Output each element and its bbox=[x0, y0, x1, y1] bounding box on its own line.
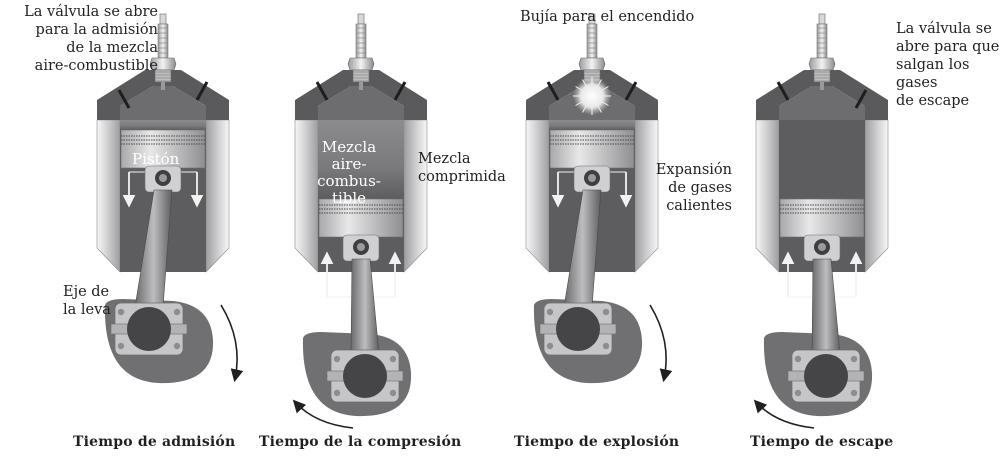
bolt bbox=[333, 389, 341, 397]
engine-intake bbox=[96, 13, 244, 384]
bolt bbox=[602, 308, 610, 316]
fuel-mixture-label: Mezcla aire- combus- tible bbox=[317, 138, 381, 207]
bolt bbox=[173, 308, 181, 316]
head-cavity bbox=[120, 86, 206, 120]
exhaust-valve-label: La válvula se abre para que salgan los g… bbox=[896, 21, 1000, 109]
bolt bbox=[117, 308, 125, 316]
cylinder-wall-left bbox=[755, 119, 780, 273]
spark-ray bbox=[582, 79, 587, 86]
crank-journal bbox=[127, 307, 171, 351]
cylinder-wall-left bbox=[294, 119, 319, 273]
rotation-arrow bbox=[292, 399, 354, 429]
spark-ray bbox=[602, 86, 609, 91]
spark-plug bbox=[808, 13, 836, 90]
cylinder-wall-left bbox=[525, 119, 550, 273]
exhaust-valve bbox=[393, 81, 407, 101]
ignition-spark bbox=[573, 77, 611, 115]
bolt bbox=[389, 355, 397, 363]
cylinder-head bbox=[97, 70, 229, 120]
cylinder-head bbox=[526, 70, 658, 120]
bolt bbox=[333, 355, 341, 363]
intake-valve bbox=[315, 81, 329, 101]
bolt bbox=[850, 355, 858, 363]
head-cavity bbox=[779, 86, 865, 120]
spark-ray bbox=[575, 86, 582, 91]
rotation-arrow bbox=[220, 304, 244, 383]
intake-valve-label: La válvula se abre para la admisión de l… bbox=[24, 4, 158, 74]
engine-compression bbox=[292, 13, 428, 429]
cylinder-head bbox=[756, 70, 888, 120]
spark-ray bbox=[602, 101, 609, 106]
spark-ray bbox=[597, 106, 602, 113]
bolt bbox=[602, 342, 610, 350]
spark-ray bbox=[597, 79, 602, 86]
spark-plug-label: Bujía para el encendido bbox=[520, 9, 695, 25]
rotation-arrow bbox=[753, 399, 815, 429]
combustion-chamber bbox=[779, 120, 865, 199]
combustion-chamber bbox=[120, 120, 206, 130]
head-cavity bbox=[318, 86, 404, 120]
engine-exhaust bbox=[753, 13, 889, 429]
bolt bbox=[546, 342, 554, 350]
bolt bbox=[389, 389, 397, 397]
cylinder-wall-right bbox=[864, 119, 889, 273]
bolt bbox=[173, 342, 181, 350]
bolt bbox=[546, 308, 554, 316]
intake-valve bbox=[117, 89, 131, 109]
camshaft-label: Eje de la leva bbox=[63, 284, 111, 318]
crank-journal bbox=[804, 354, 848, 398]
piston-label: Pistón bbox=[132, 150, 180, 168]
connecting-rod bbox=[811, 258, 841, 355]
crank-journal bbox=[343, 354, 387, 398]
spark-ray bbox=[582, 106, 587, 113]
rotation-arrow bbox=[649, 304, 673, 383]
bolt bbox=[794, 355, 802, 363]
exhaust-valve bbox=[624, 81, 638, 101]
combustion-chamber bbox=[318, 120, 404, 199]
spark-plug bbox=[347, 13, 375, 90]
cylinder-head bbox=[295, 70, 427, 120]
engine-explosion bbox=[525, 13, 673, 384]
cylinder-wall-right bbox=[403, 119, 428, 273]
intake-valve bbox=[776, 81, 790, 101]
bolt bbox=[850, 389, 858, 397]
cylinder-wall-right bbox=[205, 119, 230, 273]
compressed-mixture-label: Mezcla comprimida bbox=[418, 151, 506, 185]
spark-ray bbox=[575, 101, 582, 106]
exhaust-valve bbox=[195, 81, 209, 101]
combustion-chamber bbox=[549, 120, 635, 130]
bolt bbox=[794, 389, 802, 397]
caption-exhaust-stroke: Tiempo de escape bbox=[750, 434, 894, 450]
caption-explosion-stroke: Tiempo de explosión bbox=[514, 434, 680, 450]
cylinder-wall-left bbox=[96, 119, 121, 273]
crank-journal bbox=[556, 307, 600, 351]
gas-expansion-label: Expansión de gases calientes bbox=[655, 162, 732, 214]
caption-compression-stroke: Tiempo de la compresión bbox=[259, 434, 462, 450]
intake-valve bbox=[546, 81, 560, 101]
caption-intake-stroke: Tiempo de admisión bbox=[73, 434, 236, 450]
spark-plug bbox=[149, 13, 177, 90]
connecting-rod bbox=[350, 258, 380, 355]
exhaust-valve bbox=[854, 89, 868, 109]
bolt bbox=[117, 342, 125, 350]
